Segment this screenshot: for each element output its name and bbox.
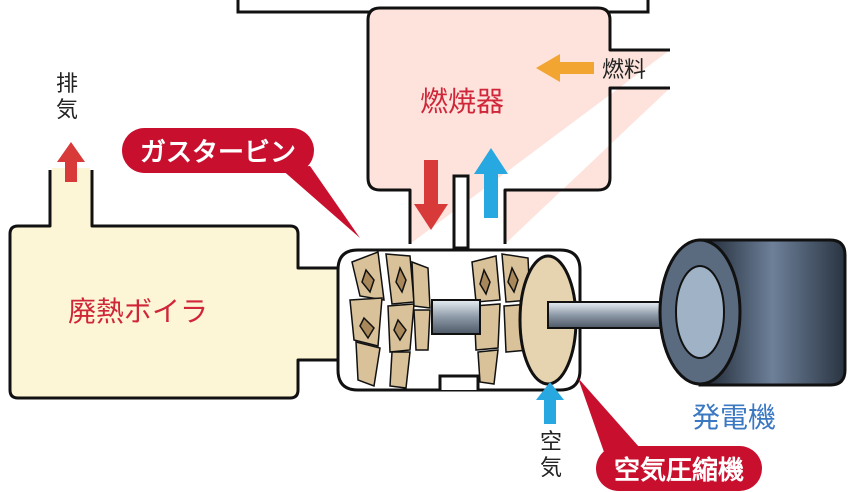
exhaust-label-char-2: 気 — [56, 98, 79, 123]
fuel-label: 燃料 — [602, 58, 647, 83]
air-label: 空 気 — [540, 430, 562, 482]
inner-shaft — [431, 299, 481, 335]
air-label-char-1: 空 — [540, 430, 563, 455]
exhaust-label-char-1: 排 — [56, 72, 79, 97]
gas-turbine-label: ガスタービン — [122, 128, 315, 173]
compressor-blades — [471, 253, 531, 385]
exhaust-label: 排 気 — [56, 72, 78, 124]
exhaust-stack — [8, 170, 352, 400]
generator-label: 発電機 — [692, 401, 777, 434]
combustor-label: 燃焼器 — [420, 85, 505, 118]
exhaust-arrow-icon — [57, 142, 85, 182]
generator — [658, 238, 847, 387]
divider-plate — [452, 174, 470, 250]
hot-gas-down-arrow-icon — [414, 160, 448, 230]
air-intake-arrow-icon — [536, 382, 564, 424]
fuel-arrow-icon — [536, 54, 594, 82]
casing-notch — [438, 374, 480, 390]
combustor-chamber — [366, 6, 670, 244]
air-up-arrow-icon — [474, 148, 508, 218]
air-compressor-label: 空気圧縮機 — [596, 446, 763, 491]
gas-turbine-callout-pointer — [280, 166, 360, 238]
air-label-char-2: 気 — [540, 456, 563, 481]
air-compressor-callout-pointer — [578, 378, 640, 452]
turbine-blades — [349, 250, 431, 389]
waste-heat-boiler-label: 廃熱ボイラ — [68, 295, 209, 328]
